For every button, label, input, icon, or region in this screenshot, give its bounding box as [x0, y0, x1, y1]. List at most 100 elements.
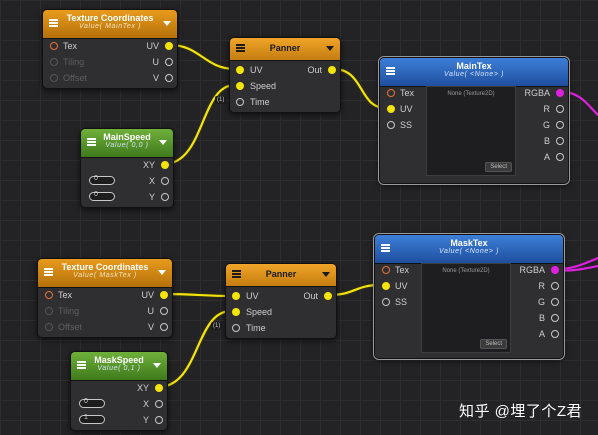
- node-header[interactable]: MainTex Value( <None> ): [380, 58, 568, 87]
- output-label-xy: XY: [142, 160, 155, 170]
- input-port-tiling[interactable]: [50, 58, 58, 66]
- panner-node-main[interactable]: Panner UV Speed Time Out: [229, 37, 341, 113]
- output-port-xy[interactable]: [161, 161, 169, 169]
- chevron-down-icon[interactable]: [158, 270, 166, 275]
- menu-icon[interactable]: [87, 138, 96, 146]
- input-port-time[interactable]: [232, 324, 240, 332]
- input-port-tiling[interactable]: [45, 307, 53, 315]
- input-label-ss: SS: [395, 297, 408, 307]
- output-port-g[interactable]: [556, 121, 564, 129]
- input-port-tex[interactable]: [50, 42, 58, 50]
- output-port-xy[interactable]: [155, 384, 163, 392]
- output-port-r[interactable]: [551, 282, 559, 290]
- watermark: 知乎 @埋了个Z君: [458, 403, 582, 420]
- output-port-x[interactable]: [161, 177, 169, 185]
- output-port-rgba[interactable]: [556, 89, 564, 97]
- input-port-speed[interactable]: [236, 82, 244, 90]
- output-label-u: U: [147, 306, 155, 316]
- x-value-field[interactable]: 0: [79, 398, 105, 408]
- node-subtitle: Value( 0,0 ): [105, 142, 149, 149]
- node-title: MainSpeed: [103, 132, 151, 142]
- texture-coordinates-node-main[interactable]: Texture Coordinates Value( MainTex ) Tex…: [42, 9, 178, 89]
- input-label-tiling: Tiling: [58, 306, 80, 316]
- node-title: Panner: [265, 269, 297, 279]
- node-title: Texture Coordinates: [66, 13, 154, 23]
- output-port-uv[interactable]: [160, 291, 168, 299]
- output-label-out: Out: [307, 65, 322, 75]
- output-port-x[interactable]: [155, 400, 163, 408]
- output-port-b[interactable]: [551, 314, 559, 322]
- y-value: 0: [94, 191, 98, 198]
- node-header[interactable]: Texture Coordinates Value( MaskTex ): [38, 259, 172, 288]
- chevron-down-icon[interactable]: [326, 46, 334, 51]
- input-port-uv[interactable]: [232, 292, 240, 300]
- menu-icon[interactable]: [381, 244, 390, 252]
- input-port-tex[interactable]: [387, 89, 395, 97]
- texture-none-label: None (Texture2D): [442, 268, 490, 274]
- input-label-uv: UV: [400, 104, 413, 114]
- output-port-v[interactable]: [165, 74, 173, 82]
- input-port-uv[interactable]: [236, 66, 244, 74]
- output-port-out[interactable]: [328, 66, 336, 74]
- maintex-sampler-node[interactable]: MainTex Value( <None> ) Tex UV SS None (…: [379, 57, 569, 184]
- output-port-uv[interactable]: [165, 42, 173, 50]
- chevron-down-icon[interactable]: [159, 140, 167, 145]
- chevron-down-icon[interactable]: [153, 363, 161, 368]
- output-port-u[interactable]: [160, 307, 168, 315]
- masktex-sampler-node[interactable]: MaskTex Value( <None> ) Tex UV SS None (…: [374, 234, 564, 359]
- chevron-down-icon[interactable]: [322, 272, 330, 277]
- texture-preview[interactable]: None (Texture2D) Select: [426, 86, 516, 176]
- node-header[interactable]: MainSpeed Value( 0,0 ): [81, 129, 173, 158]
- node-header[interactable]: Panner: [230, 38, 340, 61]
- output-port-a[interactable]: [551, 330, 559, 338]
- output-port-r[interactable]: [556, 105, 564, 113]
- input-label-uv: UV: [246, 291, 259, 301]
- menu-icon[interactable]: [44, 268, 53, 276]
- maskspeed-node[interactable]: MaskSpeed Value( 0,1 ) XY 0 X 1 Y: [70, 351, 168, 431]
- y-value-field[interactable]: 1: [79, 414, 105, 424]
- node-header[interactable]: MaskSpeed Value( 0,1 ): [71, 352, 167, 381]
- output-port-a[interactable]: [556, 153, 564, 161]
- chevron-down-icon[interactable]: [163, 21, 171, 26]
- menu-icon[interactable]: [236, 44, 245, 52]
- output-port-out[interactable]: [324, 292, 332, 300]
- output-port-v[interactable]: [160, 323, 168, 331]
- input-port-uv[interactable]: [387, 105, 395, 113]
- input-port-ss[interactable]: [382, 298, 390, 306]
- menu-icon[interactable]: [49, 19, 58, 27]
- panner-node-mask[interactable]: Panner UV Speed Time Out: [225, 263, 337, 339]
- output-port-y[interactable]: [155, 416, 163, 424]
- input-port-uv[interactable]: [382, 282, 390, 290]
- node-header[interactable]: MaskTex Value( <None> ): [375, 235, 563, 264]
- node-subtitle: Value( <None> ): [438, 248, 500, 255]
- output-label-y: Y: [148, 192, 155, 202]
- input-port-offset[interactable]: [45, 323, 53, 331]
- texture-preview[interactable]: None (Texture2D) Select: [421, 263, 511, 353]
- menu-icon[interactable]: [386, 67, 395, 75]
- output-port-rgba[interactable]: [551, 266, 559, 274]
- output-label-uv: UV: [146, 41, 159, 51]
- input-label-offset: Offset: [63, 73, 87, 83]
- node-title: Texture Coordinates: [61, 262, 149, 272]
- input-port-tex[interactable]: [382, 266, 390, 274]
- output-port-u[interactable]: [165, 58, 173, 66]
- output-port-y[interactable]: [161, 193, 169, 201]
- select-texture-button[interactable]: Select: [480, 339, 507, 349]
- y-value-field[interactable]: 0: [89, 191, 115, 201]
- mainspeed-node[interactable]: MainSpeed Value( 0,0 ) XY 0 X 0 Y: [80, 128, 174, 208]
- input-port-tex[interactable]: [45, 291, 53, 299]
- node-subtitle: Value( MaskTex ): [73, 272, 137, 279]
- select-texture-button[interactable]: Select: [485, 162, 512, 172]
- input-port-speed[interactable]: [232, 308, 240, 316]
- output-port-g[interactable]: [551, 298, 559, 306]
- input-port-time[interactable]: [236, 98, 244, 106]
- output-port-b[interactable]: [556, 137, 564, 145]
- menu-icon[interactable]: [77, 361, 86, 369]
- input-port-offset[interactable]: [50, 74, 58, 82]
- node-header[interactable]: Texture Coordinates Value( MainTex ): [43, 10, 177, 39]
- input-port-ss[interactable]: [387, 121, 395, 129]
- x-value-field[interactable]: 0: [89, 175, 115, 185]
- node-header[interactable]: Panner: [226, 264, 336, 287]
- menu-icon[interactable]: [232, 270, 241, 278]
- texture-coordinates-node-mask[interactable]: Texture Coordinates Value( MaskTex ) Tex…: [37, 258, 173, 338]
